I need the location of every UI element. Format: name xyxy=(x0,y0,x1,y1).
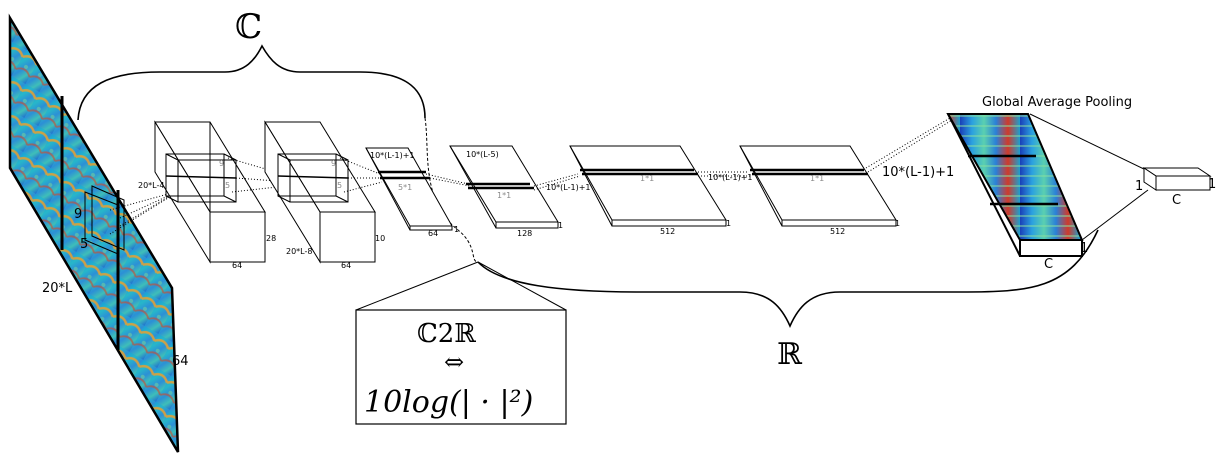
conv2-depth-label: 10 xyxy=(375,234,385,243)
gap-height-label: 10*(L-1)+1 xyxy=(882,165,954,180)
input-kernel-w-label: 5 xyxy=(80,237,88,252)
conv1-height-label: 20*L-4 xyxy=(138,181,164,190)
conv5-block xyxy=(569,145,727,227)
c2r-box xyxy=(355,309,567,425)
projection-lines-conv6 xyxy=(865,117,953,173)
conv5-kernel-label: 1*1 xyxy=(640,174,654,183)
conv2-height-label: 20*L-8 xyxy=(286,247,312,256)
gap-bottom-label: C xyxy=(1044,257,1053,272)
output-right-label: 1 xyxy=(1208,177,1216,192)
conv5-width-label: 512 xyxy=(660,227,675,236)
projection-lines-input xyxy=(109,193,169,235)
conv3-top-label: 10*(L-1)+1 xyxy=(370,151,415,160)
conv4-side-label: 10*(L-1)+1 xyxy=(546,183,591,192)
projection-lines-conv2 xyxy=(339,157,383,193)
conv3-depth-label: 1 xyxy=(454,225,459,234)
conv1-block xyxy=(154,120,266,264)
conv1-kernel-w-label: 5 xyxy=(225,181,230,190)
input-kernel-h-label: 9 xyxy=(74,207,82,222)
real-brace xyxy=(477,229,1099,328)
conv6-width-label: 512 xyxy=(830,227,845,236)
gap-title: Global Average Pooling xyxy=(982,95,1132,110)
conv2-block xyxy=(264,120,376,264)
complex-brace-tail xyxy=(424,117,479,263)
output-bottom-label: C xyxy=(1172,193,1181,208)
projection-lines-conv4 xyxy=(533,173,581,191)
conv4-top-label: 10*(L-5) xyxy=(466,150,499,159)
input-height-label: 20*L xyxy=(42,281,73,296)
conv6-block xyxy=(739,145,897,227)
conv4-block xyxy=(449,145,559,229)
conv5-depth-label: 1 xyxy=(726,219,731,228)
conv3-width-label: 64 xyxy=(428,229,438,238)
conv6-kernel-label: 1*1 xyxy=(810,174,824,183)
conv3-block xyxy=(365,147,453,231)
gap-depth-label: 1 xyxy=(1080,241,1088,256)
c2r-arrow: ⇔ xyxy=(444,348,464,376)
conv1-depth-label: 28 xyxy=(266,234,276,243)
gap-to-output-lines xyxy=(1029,113,1149,241)
complex-brace xyxy=(77,44,426,121)
projection-lines-conv3 xyxy=(425,173,471,187)
output-vector xyxy=(1142,167,1212,191)
conv6-depth-label: 1 xyxy=(895,219,900,228)
conv1-width-label: 64 xyxy=(232,261,242,270)
conv2-kernel-w-label: 5 xyxy=(337,181,342,190)
conv4-kernel-label: 1*1 xyxy=(497,191,511,200)
projection-lines-conv5 xyxy=(698,171,750,177)
conv1-kernel-h-label: 9 xyxy=(219,159,224,168)
input-spectrogram xyxy=(8,13,180,453)
conv5-side-label: 10*(L-1)+1 xyxy=(708,173,753,182)
conv4-depth-label: 1 xyxy=(558,221,563,230)
input-width-label: 64 xyxy=(172,354,189,369)
conv2-width-label: 64 xyxy=(341,261,351,270)
gap-feature-map xyxy=(946,113,1084,257)
conv3-kernel-label: 5*1 xyxy=(398,183,412,192)
conv4-width-label: 128 xyxy=(517,229,532,238)
output-left-label: 1 xyxy=(1135,179,1143,194)
complex-symbol: ℂ xyxy=(235,7,262,47)
c2r-formula: 10log(| · |²) xyxy=(364,385,533,420)
conv2-kernel-h-label: 9 xyxy=(331,159,336,168)
conv1-kernel xyxy=(165,153,237,203)
conv2-kernel xyxy=(277,153,349,203)
c2r-connector xyxy=(355,261,567,311)
c2r-title: ℂ2ℝ xyxy=(417,319,476,349)
real-symbol: ℝ xyxy=(777,337,803,372)
